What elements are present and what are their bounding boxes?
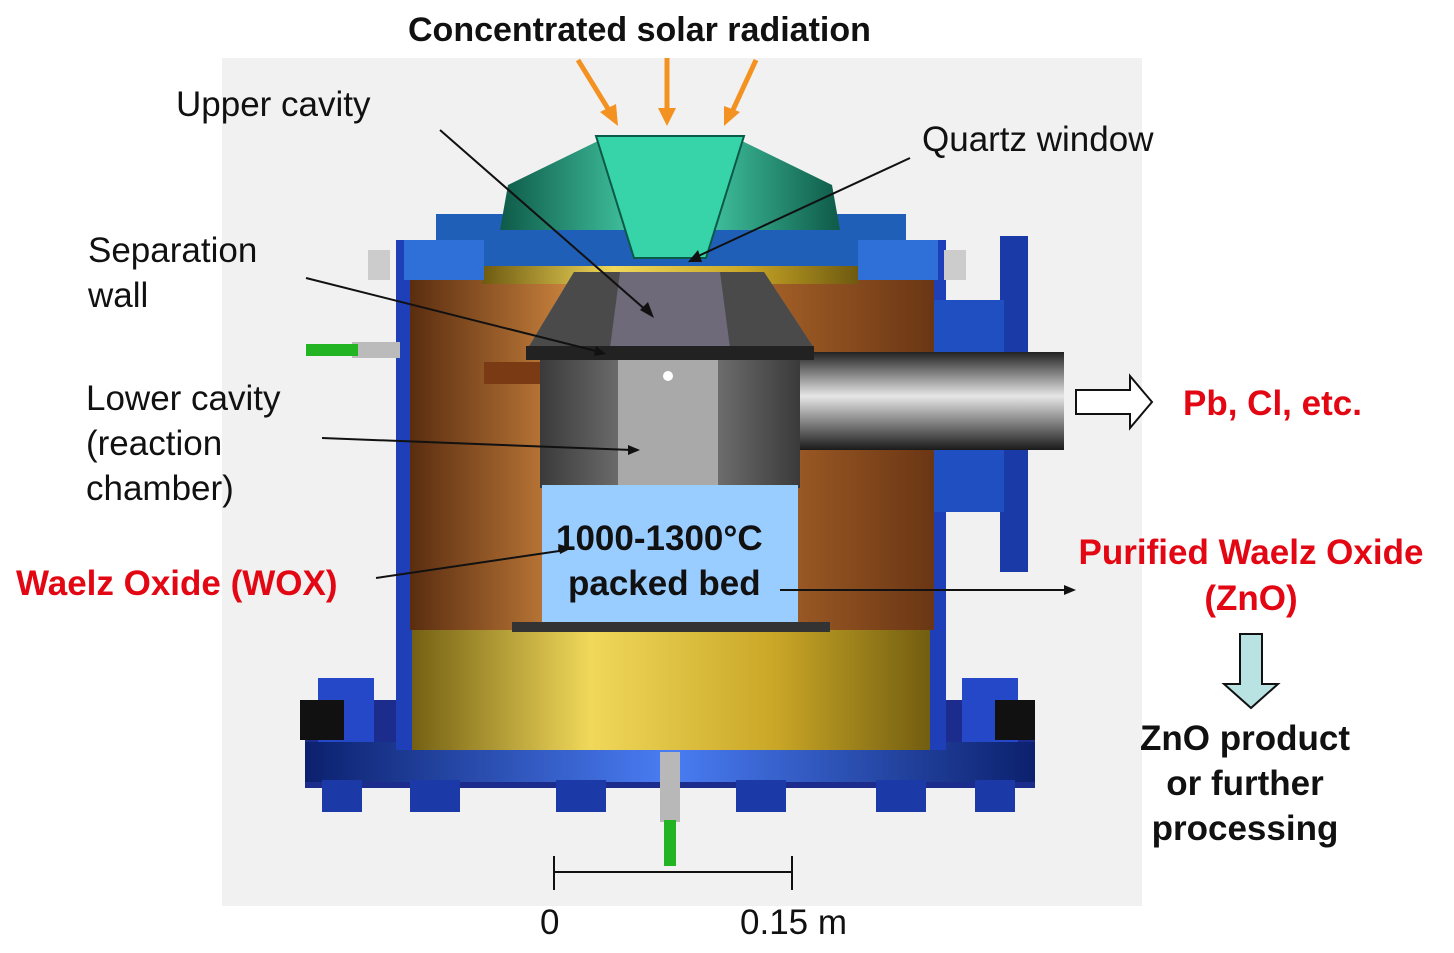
label-zno-product-line2: or further (1166, 764, 1324, 803)
label-upper-cavity: Upper cavity (176, 85, 371, 124)
leader-lines (305, 129, 1068, 591)
label-lower-cavity: Lower cavity (86, 379, 281, 418)
diagram-title: Concentrated solar radiation (408, 11, 871, 49)
label-quartz-window: Quartz window (922, 120, 1154, 159)
label-lower-cavity-line3: chamber) (86, 469, 234, 508)
label-zno-product: ZnO product (1140, 719, 1350, 758)
scale-end-label: 0.15 m (740, 903, 847, 942)
packed-bed (542, 485, 798, 627)
label-waelz-oxide: Waelz Oxide (WOX) (16, 564, 338, 603)
radiation-arrows (575, 58, 759, 126)
scale-start-label: 0 (540, 903, 560, 942)
label-lower-cavity-line2: (reaction (86, 424, 223, 463)
label-purified-oxide: Purified Waelz Oxide (1078, 533, 1424, 572)
label-separation-wall: Separation wall (88, 231, 258, 315)
label-gas-products: Pb, Cl, etc. (1183, 384, 1362, 423)
label-purified-oxide-line2: (ZnO) (1204, 579, 1298, 618)
label-packed-bed: packed bed (568, 564, 761, 603)
outlet-pipe (786, 352, 1064, 450)
label-zno-product-line3: processing (1151, 809, 1339, 848)
gas-outlet-arrow (1075, 373, 1154, 431)
label-bed-temperature: 1000-1300°C (556, 519, 763, 558)
product-down-arrow (1221, 633, 1281, 710)
scale-bar (553, 856, 793, 890)
